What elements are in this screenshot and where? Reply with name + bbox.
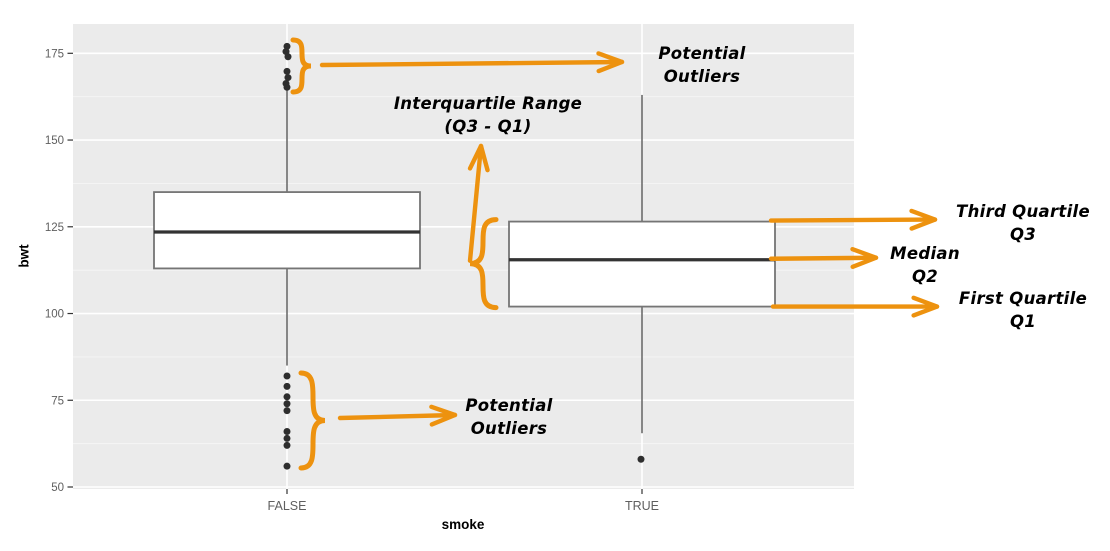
box-true bbox=[508, 220, 776, 308]
y-tick-label: 125 bbox=[45, 222, 64, 234]
annotation-line: First Quartile bbox=[958, 289, 1088, 308]
outlier-dot bbox=[283, 441, 291, 449]
annotation-line: Q1 bbox=[1009, 312, 1037, 331]
outlier-dot bbox=[283, 407, 291, 415]
annotation-potential-outliers-top: Potential Outliers bbox=[658, 42, 745, 88]
outlier-dot bbox=[284, 74, 292, 82]
annotation-brace bbox=[298, 370, 326, 471]
outlier-dot bbox=[283, 427, 291, 435]
annotation-arrow-shaft bbox=[319, 59, 625, 68]
annotation-line: Interquartile Range bbox=[393, 94, 583, 113]
outlier-dot bbox=[283, 372, 291, 380]
x-axis-title: smoke bbox=[441, 517, 485, 532]
x-tick-label: FALSE bbox=[268, 499, 307, 513]
annotation-arrowhead bbox=[850, 246, 879, 269]
outlier-dot bbox=[283, 67, 291, 75]
annotation-line: Potential bbox=[658, 44, 746, 63]
annotation-median: Median Q2 bbox=[890, 242, 960, 288]
y-tick-label: 100 bbox=[45, 309, 64, 321]
annotation-arrow-shaft bbox=[768, 255, 879, 261]
x-tick-label: TRUE bbox=[625, 499, 659, 513]
y-tick-label: 50 bbox=[51, 482, 64, 494]
annotation-arrow-shaft bbox=[768, 217, 938, 223]
annotation-line: Outliers bbox=[470, 419, 548, 438]
annotation-arrow-shaft bbox=[467, 143, 484, 263]
annotation-line: Potential bbox=[465, 396, 553, 415]
annotation-third-quartile: Third Quartile Q3 bbox=[956, 200, 1090, 246]
outlier-dot bbox=[283, 393, 291, 401]
annotation-line: Q3 bbox=[1009, 225, 1037, 244]
annotation-brace bbox=[469, 217, 499, 311]
outlier-dot bbox=[283, 42, 291, 50]
outlier-dot bbox=[283, 382, 291, 390]
y-axis-title: bwt bbox=[16, 244, 32, 268]
annotation-line: Median bbox=[890, 244, 960, 263]
y-tick-label: 75 bbox=[51, 395, 64, 407]
annotation-arrowhead bbox=[909, 208, 938, 231]
annotation-brace bbox=[290, 37, 312, 95]
annotation-first-quartile: First Quartile Q1 bbox=[959, 287, 1087, 333]
outlier-dot bbox=[283, 434, 291, 442]
annotation-arrow-shaft bbox=[337, 412, 458, 421]
outlier-dot bbox=[637, 455, 645, 463]
annotation-arrowhead bbox=[429, 404, 458, 427]
annotation-line: Outliers bbox=[663, 67, 741, 86]
outlier-dot bbox=[284, 53, 292, 61]
box-false bbox=[153, 191, 421, 270]
outlier-dot bbox=[283, 83, 291, 91]
annotation-line: Q2 bbox=[911, 267, 939, 286]
annotation-arrowhead bbox=[467, 143, 490, 173]
outlier-dot bbox=[283, 400, 291, 408]
annotation-potential-outliers-bottom: Potential Outliers bbox=[465, 394, 552, 440]
y-tick-label: 175 bbox=[45, 48, 64, 60]
annotation-line: (Q3 - Q1) bbox=[444, 117, 532, 136]
outlier-dot bbox=[283, 462, 291, 470]
annotation-arrowhead bbox=[596, 51, 625, 74]
annotation-line: Third Quartile bbox=[956, 202, 1090, 221]
y-tick-label: 150 bbox=[45, 135, 64, 147]
annotation-arrowhead bbox=[911, 295, 940, 318]
annotation-interquartile-range: Interquartile Range (Q3 - Q1) bbox=[394, 92, 582, 138]
